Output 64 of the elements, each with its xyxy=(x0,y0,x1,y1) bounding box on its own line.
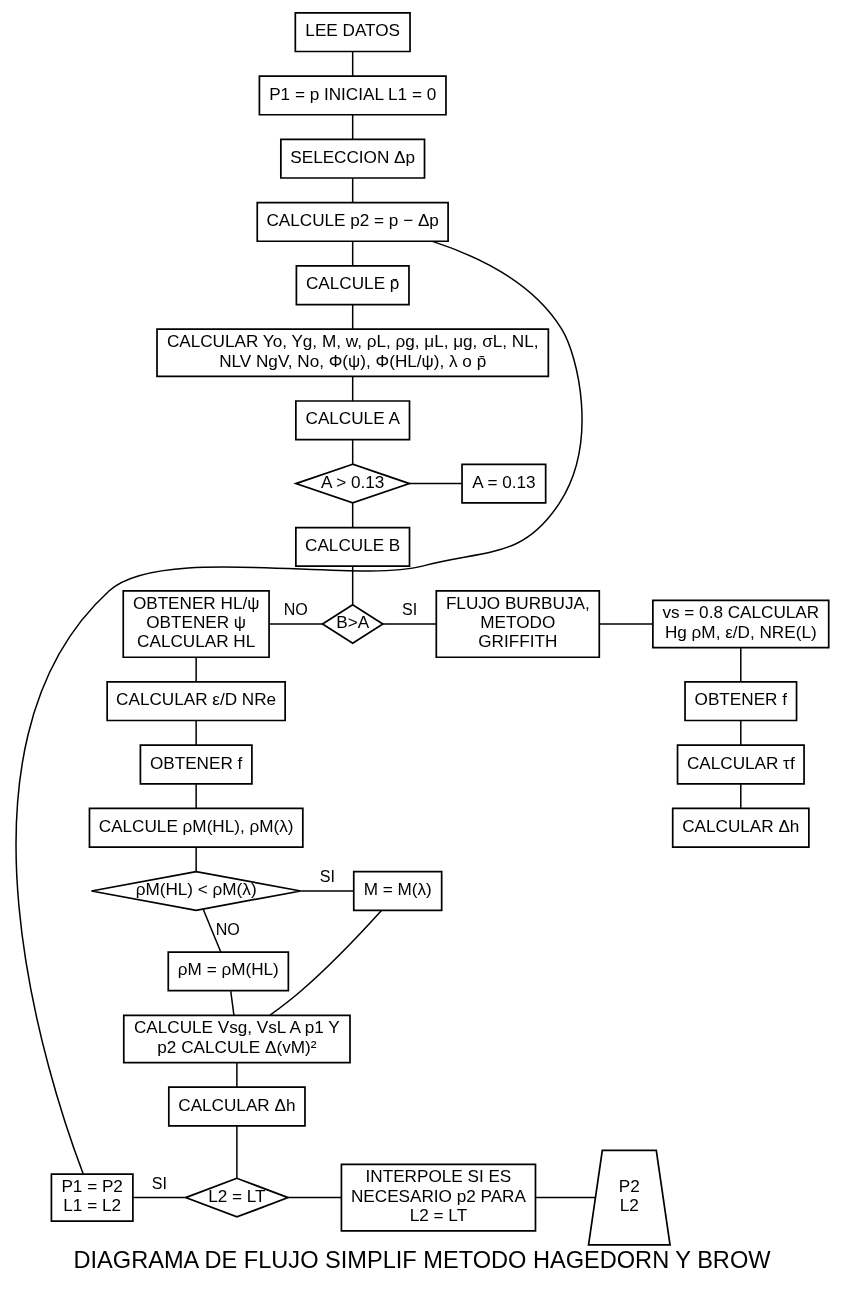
connector xyxy=(286,1196,342,1199)
node-diamond: B>A xyxy=(320,603,384,645)
connector xyxy=(739,719,742,746)
edge-label: SI xyxy=(319,867,335,886)
node-box: ρM = ρM(HL) xyxy=(166,951,289,992)
connector xyxy=(268,909,382,1017)
node-box: CALCULE B xyxy=(294,526,410,567)
node-box: P1 = p INICIAL L1 = 0 xyxy=(258,75,447,116)
connector xyxy=(351,502,353,529)
connector xyxy=(235,1125,238,1179)
connector xyxy=(268,623,323,625)
node-box: M = M(λ) xyxy=(352,870,443,912)
connector xyxy=(351,304,353,330)
node-box: CALCULE A xyxy=(294,400,410,441)
edge-label: NO xyxy=(283,600,308,619)
connector xyxy=(351,177,353,204)
node-box: FLUJO BURBUJA, METODO GRIFFITH xyxy=(434,589,600,659)
node-box: A = 0.13 xyxy=(460,463,547,504)
node-box: OBTENER f xyxy=(139,744,253,785)
connector xyxy=(739,646,742,683)
edge-label: SI xyxy=(401,600,417,619)
node-box: vs = 0.8 CALCULAR Hg ρM, ε/D, NRE(L) xyxy=(651,599,830,649)
node-box: CALCULE ρM(HL), ρM(λ) xyxy=(88,807,304,848)
edge-label: NO xyxy=(215,919,240,938)
diagram-title: DIAGRAMA DE FLUJO SIMPLIF METODO HAGEDORN Y BROW xyxy=(73,1246,770,1273)
node-box: INTERPOLE SI ES NECESARIO p2 PARA L2 = LT xyxy=(340,1163,536,1232)
connector xyxy=(194,846,197,873)
node-box: P1 = P2 L1 = L2 xyxy=(50,1173,134,1223)
connector xyxy=(598,623,654,625)
node-diamond: L2 = LT xyxy=(182,1177,290,1218)
node-box: CALCULAR τf xyxy=(676,744,805,785)
connector xyxy=(194,656,197,683)
node-box: SELECCION Δp xyxy=(279,138,425,179)
connector xyxy=(299,890,354,892)
connector xyxy=(132,1196,186,1199)
connector xyxy=(351,50,353,77)
connector xyxy=(194,719,197,746)
connector xyxy=(534,1196,596,1199)
connector xyxy=(194,783,197,810)
connector xyxy=(351,114,353,141)
node-box: CALCULE p̄ xyxy=(295,265,410,306)
connector xyxy=(351,438,353,465)
connector xyxy=(408,482,463,485)
node-diamond: ρM(HL) < ρM(λ) xyxy=(90,870,302,912)
node-box: CALCULE p2 = p − Δp xyxy=(255,201,449,243)
node-box: LEE DATOS xyxy=(293,12,411,53)
connector xyxy=(351,565,353,606)
connector xyxy=(739,783,742,810)
connector xyxy=(14,240,583,1175)
node-box: CALCULE Vsg, VsL A p1 Y p2 CALCULE Δ(vM)² xyxy=(122,1014,351,1064)
node-box: CALCULAR Yo, Yg, M, w, ρL, ρg, μL, μg, σL, NL, NLV NgV, No, Φ(ψ), Φ(HL/ψ), λ o p̄ xyxy=(155,328,549,378)
node-box: CALCULAR Δh xyxy=(167,1086,306,1127)
connector xyxy=(201,908,222,953)
node-diamond: A > 0.13 xyxy=(292,463,412,504)
node-box: OBTENER HL/ψ OBTENER ψ CALCULAR HL xyxy=(121,589,270,659)
connector xyxy=(381,623,437,625)
node-box: CALCULAR ε/D NRe xyxy=(105,681,286,722)
edge-label: SI xyxy=(151,1174,167,1193)
connector xyxy=(351,375,353,402)
node-box: OBTENER f xyxy=(683,681,797,722)
node-box: CALCULAR Δh xyxy=(671,807,810,848)
connector xyxy=(235,1062,238,1088)
connector xyxy=(229,990,235,1017)
connector xyxy=(351,240,353,267)
